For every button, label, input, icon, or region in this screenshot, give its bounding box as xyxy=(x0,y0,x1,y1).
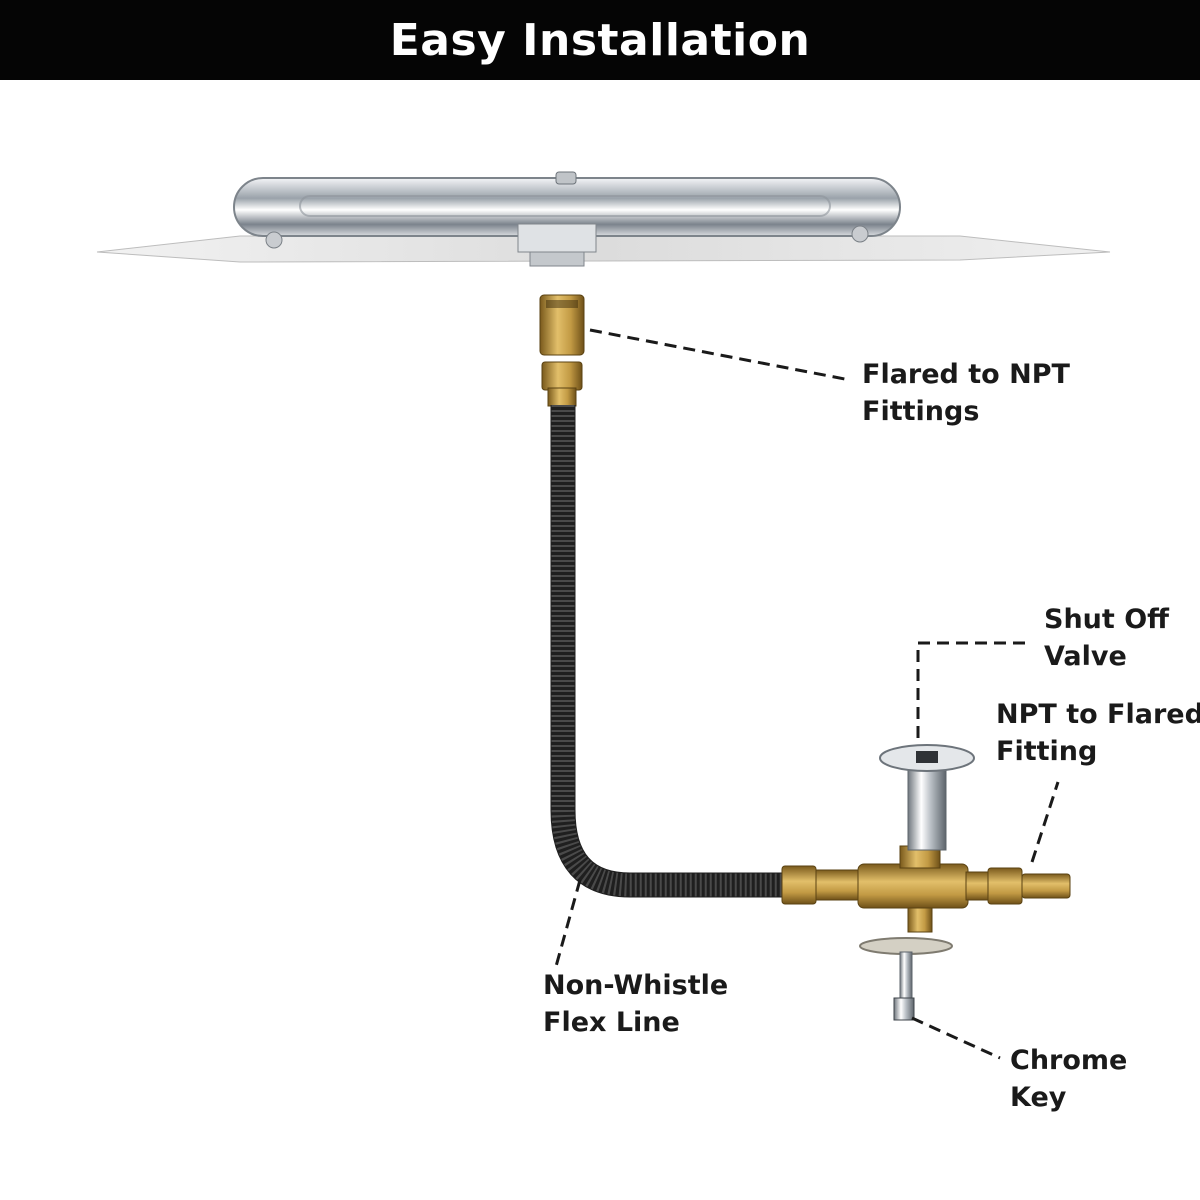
leader-line-npt-to-flared xyxy=(1030,781,1060,863)
valve-assembly xyxy=(781,845,1071,933)
page-title: Easy Installation xyxy=(389,14,811,66)
label-npt-to-flared: NPT to Flared Fitting xyxy=(996,699,1200,767)
leader-line-chrome-key xyxy=(911,1016,1001,1060)
flex-line xyxy=(550,405,790,898)
leader-line-shut-off-valve xyxy=(916,641,1032,738)
leader-line-flex-line xyxy=(553,879,582,971)
label-flex-line: Non-Whistle Flex Line xyxy=(543,970,729,1038)
chrome-key xyxy=(859,937,953,1021)
burner-ring xyxy=(233,171,901,267)
header-banner: Easy Installation xyxy=(0,0,1200,80)
burner-pan xyxy=(96,235,1111,263)
shut-off-valve xyxy=(879,744,975,851)
label-chrome-key: Chrome Key xyxy=(1010,1045,1128,1113)
label-flared-to-npt: Flared to NPT Fittings xyxy=(862,359,1070,427)
label-shut-off-valve: Shut Off Valve xyxy=(1044,604,1170,672)
flared-to-npt-fitting xyxy=(539,294,585,407)
leader-line-flared-to-npt xyxy=(589,328,851,382)
